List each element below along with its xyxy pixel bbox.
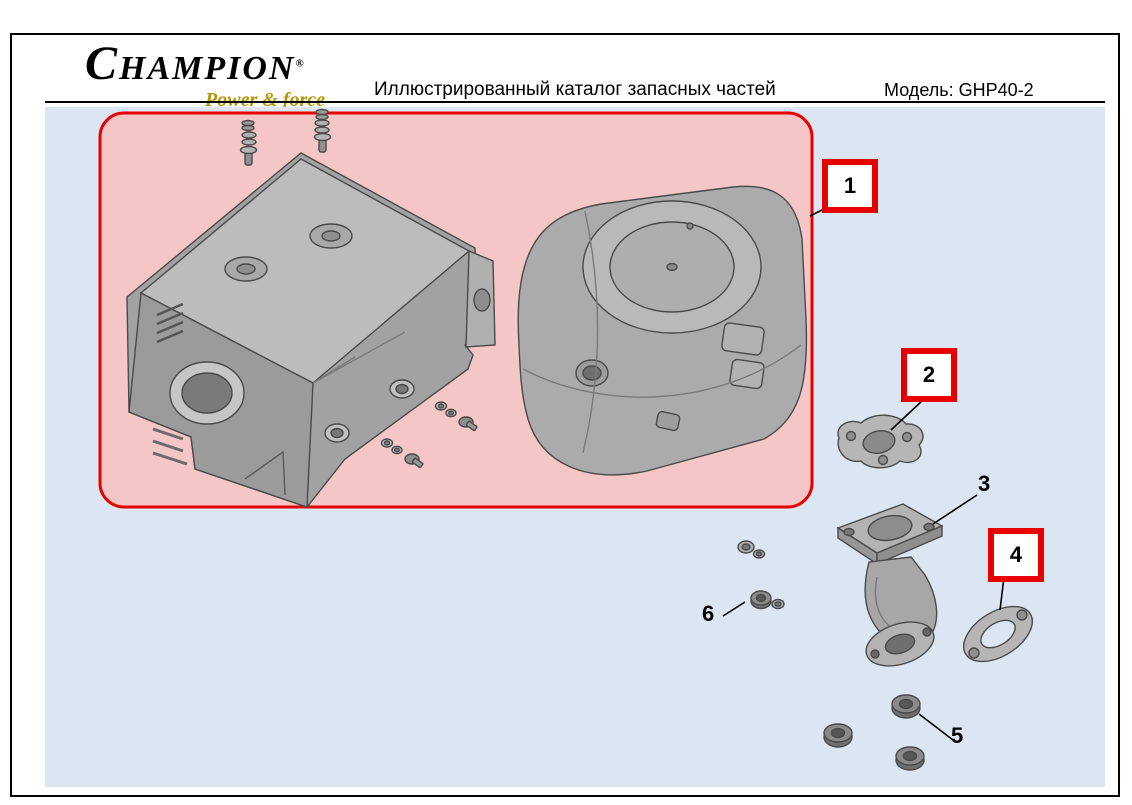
brand-name: CHAMPION® [85, 37, 304, 90]
gasket-part2 [837, 414, 924, 469]
callout-1-label: 1 [843, 173, 857, 198]
registered-trademark: ® [295, 57, 304, 70]
callout-2-hotspot[interactable]: 2 [901, 348, 957, 402]
callout-4-hotspot[interactable]: 4 [988, 528, 1044, 582]
exhaust-manifold-part3 [836, 503, 944, 667]
parts-diagram-panel: 1 2 3 4 5 6 [45, 107, 1105, 787]
shield-bolts-washers-icon [380, 401, 478, 469]
header-divider [45, 101, 1105, 103]
screw-stack-left-icon [239, 119, 258, 166]
brand-tagline: Power & force [205, 89, 325, 111]
exploded-view-drawing [98, 108, 1033, 771]
flange-nuts-part5 [823, 694, 925, 771]
screw-stack-right-icon [313, 108, 332, 153]
callout-6-label: 6 [702, 601, 715, 626]
callout-2-label: 2 [922, 362, 936, 387]
muffler-heat-shield [126, 152, 496, 508]
leader-lines [722, 208, 1005, 741]
muffler-body [517, 185, 808, 476]
callout-5-label: 5 [951, 723, 964, 748]
model-label: Модель: GHP40-2 [884, 80, 1034, 100]
callout-3-label: 3 [978, 471, 991, 496]
page-title: Иллюстрированный каталог запасных частей [374, 79, 776, 100]
callout-4-label: 4 [1009, 542, 1023, 567]
gasket-part4 [963, 605, 1033, 663]
washers-and-nut-part6 [737, 540, 785, 610]
callout-1-hotspot[interactable]: 1 [822, 159, 878, 213]
parts-group [126, 108, 1033, 771]
champion-logo: CHAMPION® Power & force [85, 40, 325, 112]
